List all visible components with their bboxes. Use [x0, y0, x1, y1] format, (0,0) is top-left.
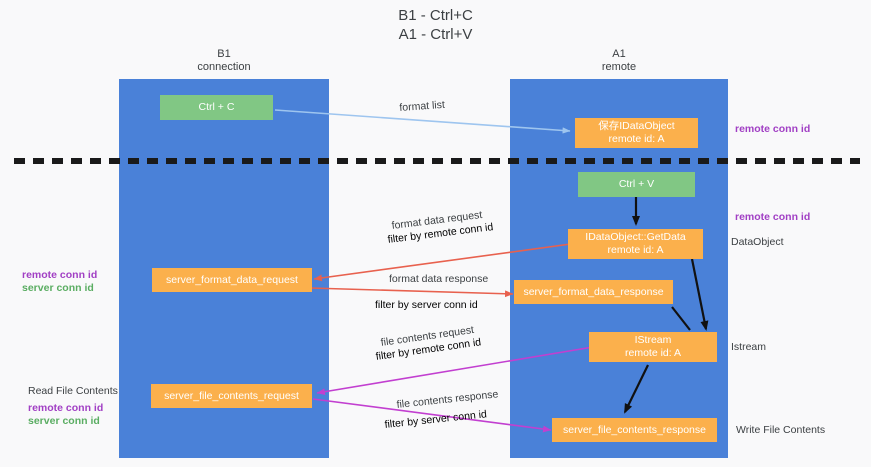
label-file-contents-response-filter-prefix: filter by	[384, 415, 422, 431]
column-header-a1-sub: remote	[601, 61, 637, 73]
column-header-a1: A1 remote	[510, 48, 728, 74]
box-getdata-line-2: remote id: A	[607, 244, 664, 256]
arrow-file-contents-response	[312, 398, 552, 433]
label-format-data-response-filter-prefix: filter by	[375, 299, 412, 311]
label-format-data-response-filter-key: server conn id	[411, 299, 478, 311]
box-ctrl-v[interactable]: Ctrl + V	[578, 172, 695, 197]
box-server-file-contents-response[interactable]: server_file_contents_response	[552, 418, 717, 442]
column-header-b1-sub: connection	[197, 61, 251, 73]
note-right-data-object: DataObject	[731, 236, 784, 248]
note-right-remote-conn-id-mid: remote conn id	[735, 211, 811, 223]
arrow-getdata-to-istream	[690, 258, 709, 331]
box-istream-line-1: IStream	[634, 334, 672, 346]
box-getdata-line-1: IDataObject::GetData	[585, 231, 686, 243]
column-header-a1-name: A1	[612, 48, 626, 60]
note-left-server-conn-id-mid: server conn id	[22, 282, 94, 294]
box-istream-line-2: remote id: A	[624, 347, 682, 359]
arrow-format-response-leg	[671, 306, 691, 331]
box-ctrl-c-label: Ctrl + C	[198, 101, 235, 113]
arrow-format-list	[274, 109, 571, 134]
arrow-format-data-request	[313, 242, 579, 282]
page-title-line-2: A1 - Ctrl+V	[398, 26, 473, 43]
note-left-remote-conn-id-mid: remote conn id	[22, 269, 98, 281]
box-server-format-data-response-label: server_format_data_response	[523, 285, 664, 298]
box-ctrl-v-label: Ctrl + V	[618, 178, 655, 190]
arrow-file-contents-request	[316, 346, 594, 396]
box-istream[interactable]: IStream remote id: A	[589, 332, 717, 362]
arrow-format-data-response	[309, 287, 514, 298]
box-ctrl-c[interactable]: Ctrl + C	[160, 95, 273, 120]
note-left-remote-conn-id-bottom: remote conn id	[28, 402, 104, 414]
box-idataobject-remote-line-1: 保存IDataObject	[598, 120, 675, 132]
box-getdata[interactable]: IDataObject::GetData remote id: A	[568, 229, 703, 259]
note-right-istream: Istream	[731, 341, 767, 353]
column-header-b1: B1 connection	[119, 48, 329, 74]
note-left-read-file-contents: Read File Contents	[28, 385, 118, 397]
box-idataobject-remote[interactable]: 保存IDataObject remote id: A	[575, 118, 698, 148]
label-format-data-response-filter: filter by server conn id	[375, 299, 478, 312]
page-title-line-1: B1 - Ctrl+C	[398, 7, 473, 24]
box-server-format-data-request[interactable]: server_format_data_request	[152, 268, 312, 292]
note-right-write-file-contents: Write File Contents	[736, 424, 826, 436]
column-header-b1-name: B1	[217, 48, 231, 60]
box-server-file-contents-request[interactable]: server_file_contents_request	[151, 384, 312, 408]
box-server-file-contents-response-label: server_file_contents_response	[562, 423, 706, 436]
box-server-file-contents-request-label: server_file_contents_request	[164, 389, 299, 402]
note-left-server-conn-id-bottom: server conn id	[28, 415, 100, 427]
note-right-remote-conn-id-top: remote conn id	[735, 123, 811, 135]
box-server-format-data-response[interactable]: server_format_data_response	[514, 280, 673, 304]
label-format-data-response: format data response	[389, 273, 489, 285]
arrow-istream-to-file-contents-response	[624, 364, 649, 414]
box-server-format-data-request-label: server_format_data_request	[166, 273, 298, 286]
page-title: B1 - Ctrl+C A1 - Ctrl+V	[0, 6, 871, 44]
box-idataobject-remote-line-2: remote id: A	[608, 133, 665, 145]
